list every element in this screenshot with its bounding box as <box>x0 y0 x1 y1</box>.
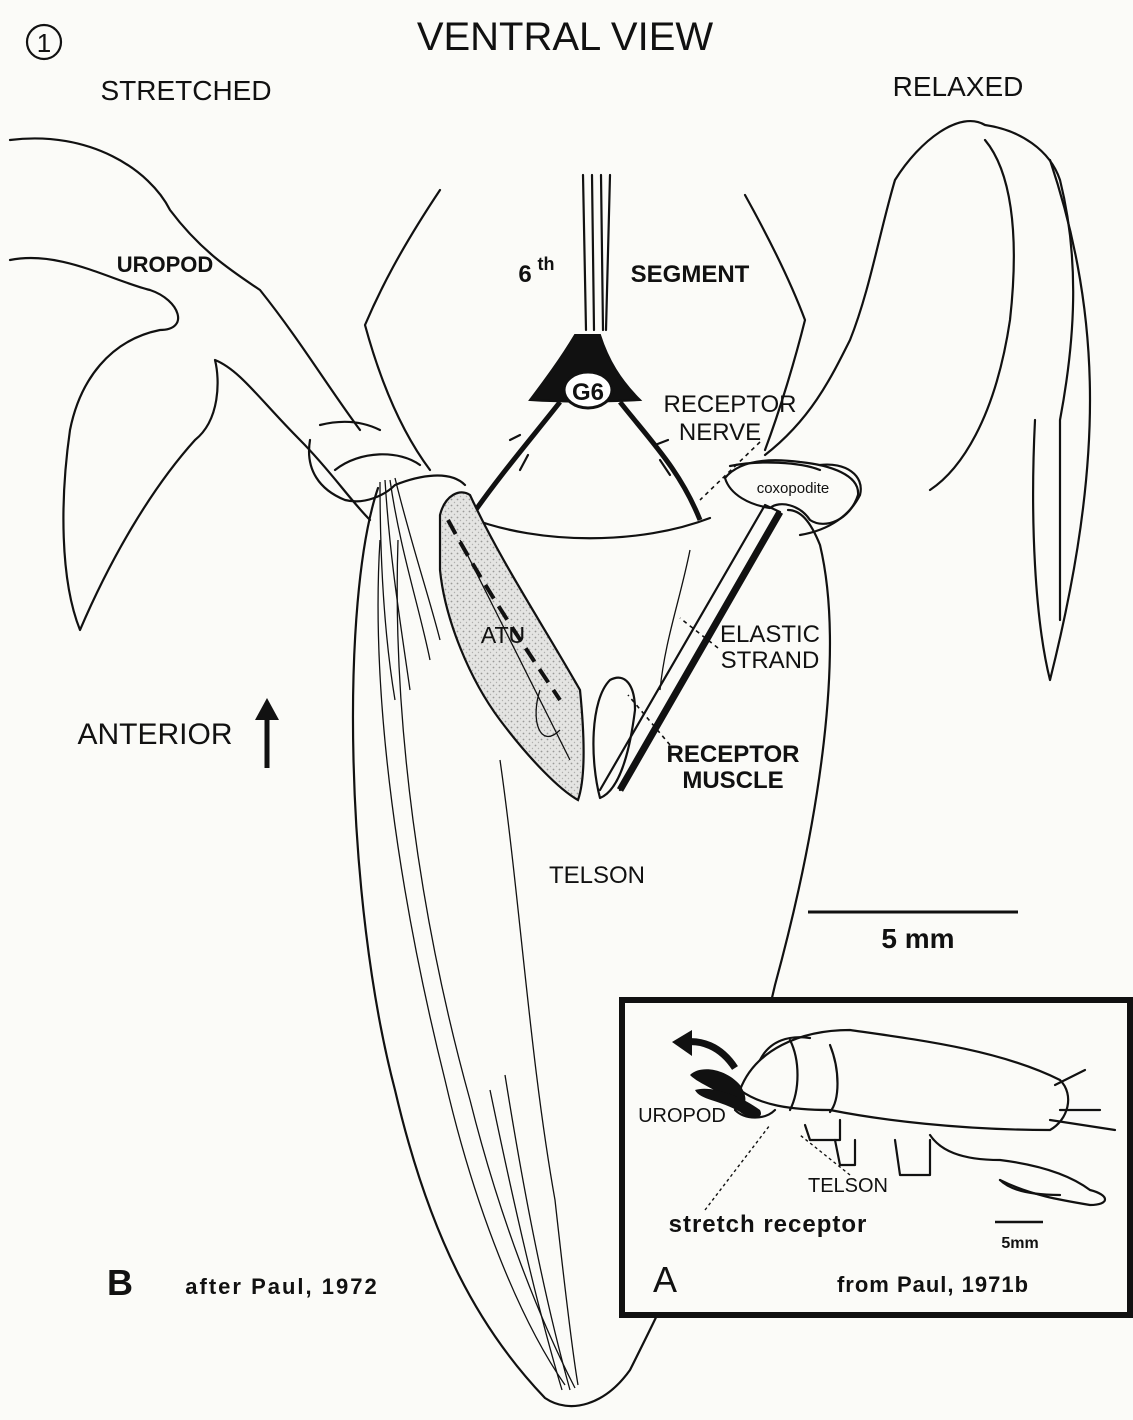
segment-ordinal: 6 <box>518 261 531 288</box>
inset-scale-label: 5mm <box>1001 1235 1038 1252</box>
figure-number: 1 <box>37 28 51 58</box>
panel-b-letter: B <box>107 1262 133 1303</box>
nerve-cord <box>583 175 610 330</box>
inset-telson-label: TELSON <box>808 1175 888 1197</box>
state-right-label: RELAXED <box>893 71 1024 102</box>
receptor-nerve-leader <box>700 442 760 500</box>
coxopodite: coxopodite <box>725 460 858 524</box>
uropod-label: UROPOD <box>117 252 214 277</box>
atu-label: ATU <box>481 622 525 648</box>
atu-muscle: ATU <box>440 492 584 800</box>
receptor-nerve-label-line1: RECEPTOR <box>664 391 797 418</box>
telson-label: TELSON <box>549 862 645 889</box>
inset-stretch-receptor-label: stretch receptor <box>669 1211 868 1238</box>
inset-citation: from Paul, 1971b <box>837 1272 1029 1297</box>
receptor-muscle-label-line2: MUSCLE <box>682 767 783 794</box>
scale-label: 5 mm <box>881 923 954 954</box>
elastic-strand-label-line2: STRAND <box>721 647 820 674</box>
segment-label: SEGMENT <box>631 261 750 288</box>
segment-superscript: th <box>538 254 555 274</box>
receptor-nerves <box>470 402 710 538</box>
figure-number-badge: 1 <box>27 25 61 59</box>
inset-panel-a: UROPOD TELSON stretch receptor 5mm A fro… <box>622 1000 1130 1315</box>
scale-bar: 5 mm <box>808 912 1018 954</box>
panel-b-citation: after Paul, 1972 <box>185 1274 378 1299</box>
state-left-label: STRETCHED <box>100 75 271 106</box>
left-uropod <box>10 138 465 700</box>
figure-title: VENTRAL VIEW <box>417 15 714 59</box>
inset-panel-letter: A <box>653 1259 677 1300</box>
receptor-nerve-label-line2: NERVE <box>679 419 761 446</box>
anterior-label: ANTERIOR <box>77 718 232 751</box>
coxopodite-label: coxopodite <box>757 480 830 497</box>
anterior-arrow-icon <box>255 698 279 768</box>
receptor-muscle-label-line1: RECEPTOR <box>667 741 800 768</box>
inset-uropod-label: UROPOD <box>638 1105 726 1127</box>
ganglion-label: G6 <box>572 379 604 406</box>
ganglion-g6: G6 <box>530 335 640 408</box>
elastic-strand-label-line1: ELASTIC <box>720 621 820 648</box>
